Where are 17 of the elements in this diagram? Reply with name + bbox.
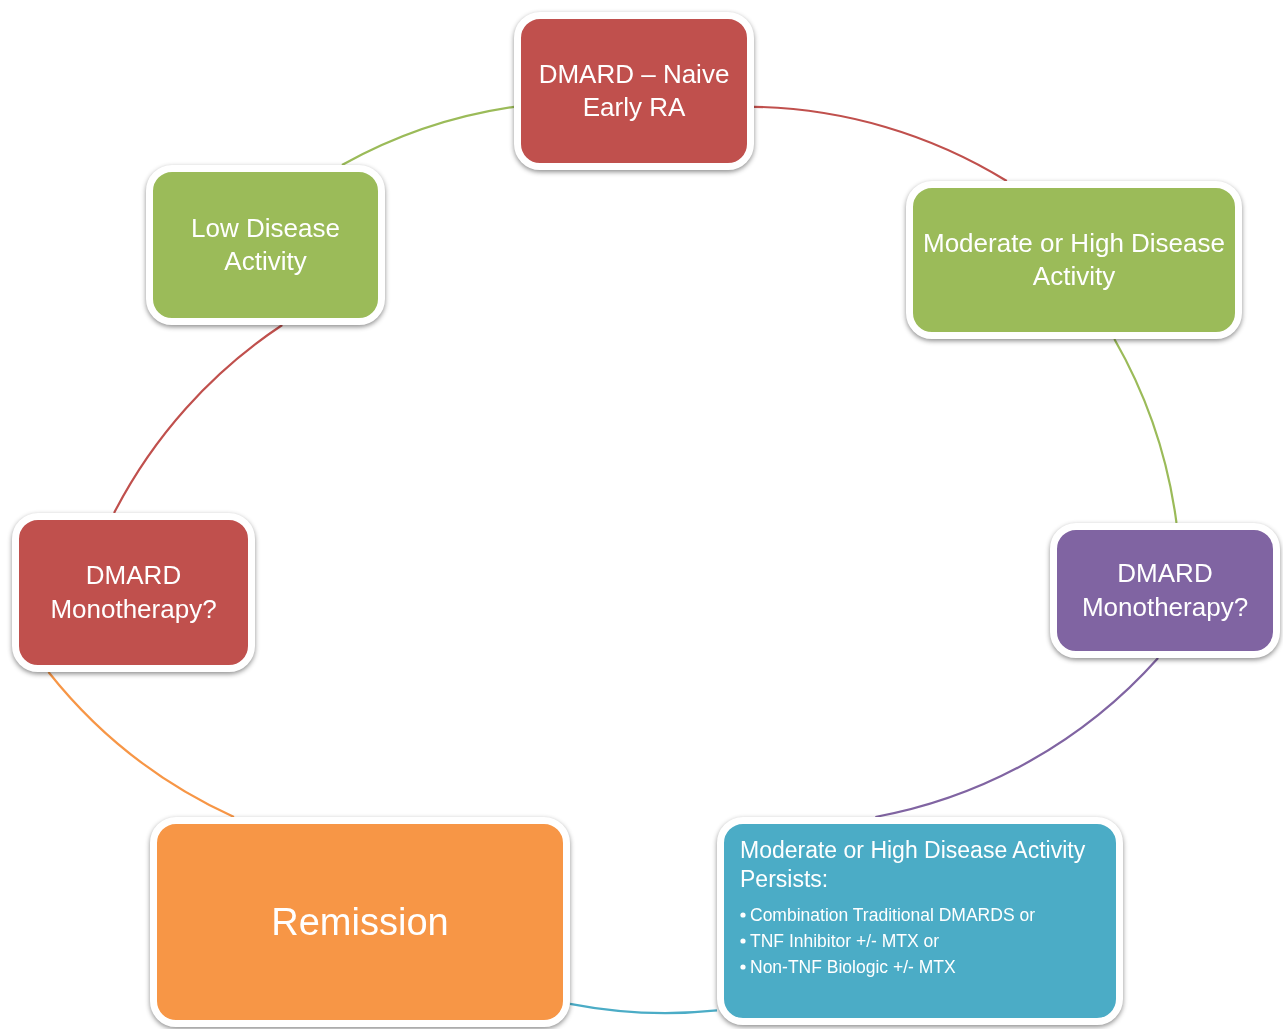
bullet-item: Non-TNF Biologic +/- MTX: [750, 956, 956, 979]
connector-line: [47, 671, 235, 818]
box-label: DMARD – Naive Early RA: [537, 58, 731, 124]
box-label: Remission: [271, 899, 449, 945]
connector-line: [1113, 338, 1178, 524]
connector-line: [113, 324, 283, 514]
box-label: DMARD Monotherapy?: [1080, 557, 1250, 624]
connector-line: [875, 657, 1159, 819]
connector-line: [341, 105, 515, 166]
box-label: Moderate or High Disease Activity: [921, 227, 1226, 293]
box-label: DMARD Monotherapy?: [49, 559, 218, 626]
bullet-item: Combination Traditional DMARDS or: [750, 903, 1035, 927]
box-label: Low Disease Activity: [190, 212, 341, 278]
bullet-item: TNF Inhibitor +/- MTX or: [750, 929, 940, 953]
connector-line: [569, 1002, 718, 1014]
box-heading: Moderate or High Disease Activity Persists:: [740, 836, 1087, 894]
connector-line: [753, 105, 1008, 182]
